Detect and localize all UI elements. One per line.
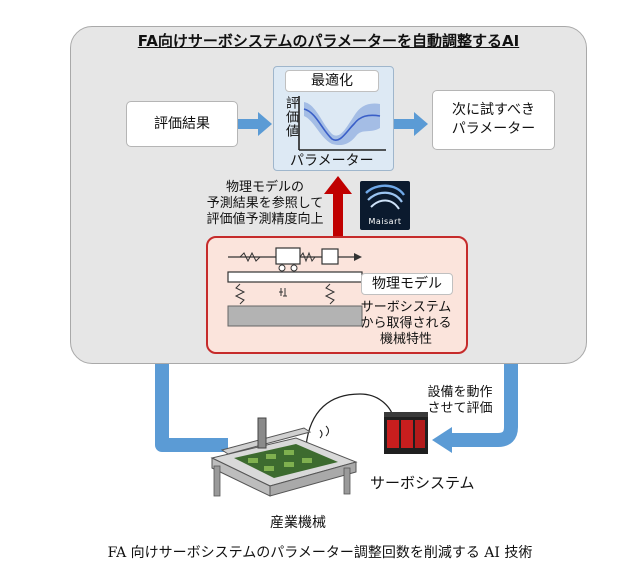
physical-model-title-text: 物理モデル — [372, 275, 442, 292]
servo-char-line2: から取得される — [360, 316, 452, 331]
servo-char-line1: サーボシステム — [360, 300, 452, 315]
optimization-plot — [298, 96, 386, 151]
servo-char-line3: 機械特性 — [379, 332, 432, 347]
optimization-title-text: 最適化 — [311, 72, 353, 89]
industrial-machine — [210, 417, 358, 497]
arrow-opt-to-next — [394, 112, 428, 136]
next-params-line2: パラメーター — [451, 121, 536, 137]
red-up-arrow — [324, 176, 352, 236]
maisart-logo: Maisart — [360, 181, 410, 230]
figure-caption: FA 向けサーボシステムのパラメーター調整回数を削減する AI 技術 — [107, 545, 533, 561]
optimization-title: 最適化 — [285, 70, 379, 92]
y-axis-label: 評価値 — [283, 96, 298, 138]
operate-line2: させて評価 — [427, 401, 493, 416]
maisart-logo-text: Maisart — [368, 217, 402, 226]
servo-cable — [305, 393, 395, 447]
servo-system-label: サーボシステム — [370, 474, 475, 492]
uncertainty-band — [304, 102, 380, 146]
operate-note: 設備を動作 させて評価 — [410, 385, 510, 417]
physical-model-title: 物理モデル — [361, 273, 453, 295]
servo-device — [384, 412, 428, 454]
panel-title: FA向けサーボシステムのパラメーターを自動調整するAI — [137, 32, 520, 50]
refer-line3: 評価値予測精度向上 — [206, 212, 324, 227]
refer-note: 物理モデルの 予測結果を参照して 評価値予測精度向上 — [190, 180, 340, 228]
loop-arrow-right — [450, 152, 518, 447]
servo-characteristics-note: サーボシステム から取得される 機械特性 — [350, 300, 462, 348]
evaluation-box: 評価結果 — [126, 101, 238, 147]
mechanism-diagram — [227, 247, 363, 327]
industrial-machine-label: 産業機械 — [270, 515, 326, 531]
arrow-eval-to-opt — [238, 112, 272, 136]
refer-line2: 予測結果を参照して — [206, 196, 324, 211]
refer-line1: 物理モデルの — [225, 180, 304, 195]
x-axis-label: パラメーター — [290, 153, 374, 169]
maisart-logo-mark — [365, 184, 405, 210]
prediction-curve — [303, 108, 381, 141]
evaluation-label: 評価結果 — [154, 115, 210, 132]
next-params-box: 次に試すべき パラメーター — [432, 90, 555, 150]
operate-line1: 設備を動作 — [427, 385, 493, 400]
loop-arrow-right-head — [432, 427, 452, 453]
next-params-line1: 次に試すべき — [451, 102, 536, 118]
